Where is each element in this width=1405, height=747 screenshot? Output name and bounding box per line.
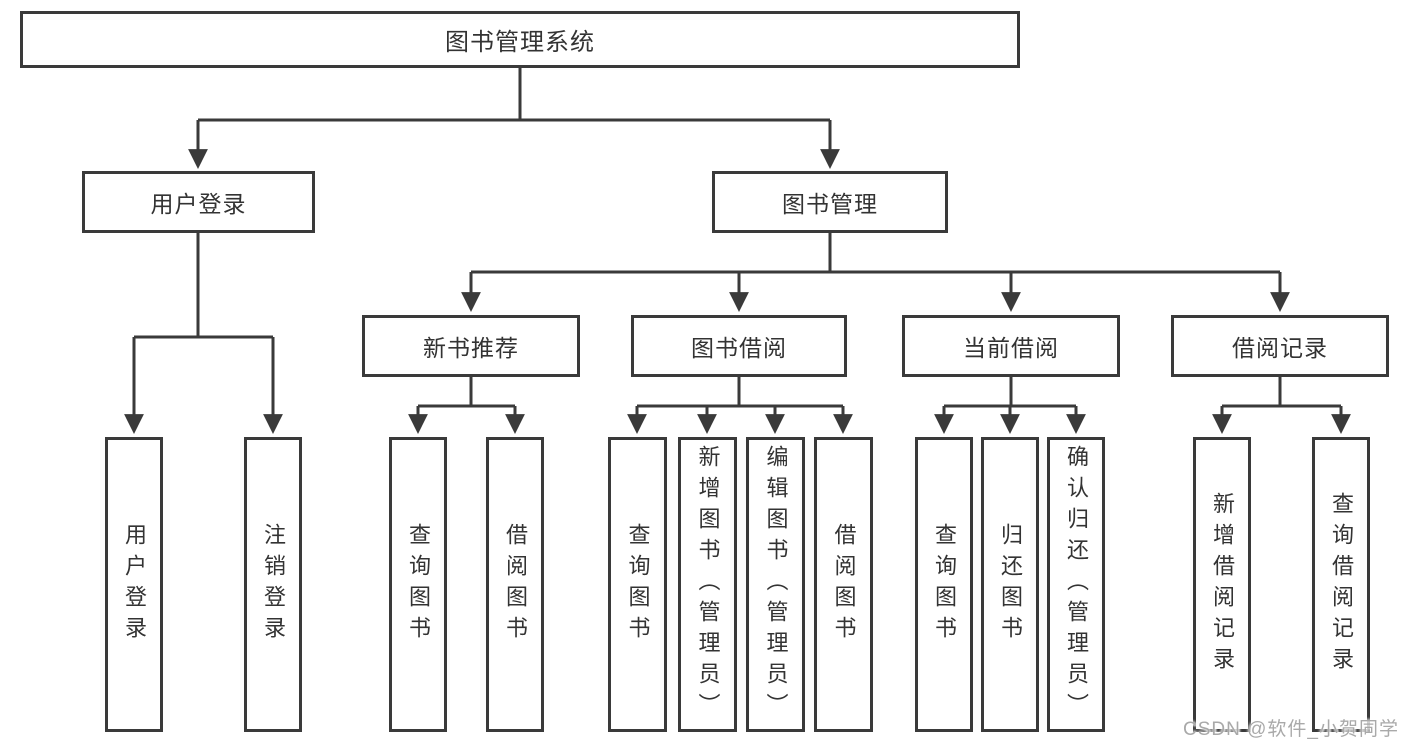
leaf-current-return-books: 归还图书 [981, 437, 1039, 732]
node-user-login: 用户登录 [82, 171, 315, 233]
leaf-logout: 注销登录 [244, 437, 302, 732]
leaf-current-query-books: 查询图书 [915, 437, 973, 732]
node-book-management: 图书管理 [712, 171, 948, 233]
leaf-newbook-query-books: 查询图书 [389, 437, 447, 732]
leaf-borrowing-query-books: 查询图书 [608, 437, 667, 732]
leaf-user-login: 用户登录 [105, 437, 163, 732]
leaf-records-query-record: 查询借阅记录 [1312, 437, 1370, 732]
node-root: 图书管理系统 [20, 11, 1020, 68]
node-borrowing-records: 借阅记录 [1171, 315, 1389, 377]
csdn-watermark: CSDN @软件_小贺同学 [1183, 719, 1399, 740]
node-new-book-recommend: 新书推荐 [362, 315, 580, 377]
leaf-newbook-borrow-books: 借阅图书 [486, 437, 544, 732]
leaf-borrowing-add-books-admin: 新增图书（管理员） [678, 437, 737, 732]
leaf-current-confirm-return-admin: 确认归还（管理员） [1047, 437, 1105, 732]
node-book-borrowing: 图书借阅 [631, 315, 847, 377]
leaf-borrowing-edit-books-admin: 编辑图书（管理员） [746, 437, 805, 732]
leaf-records-add-record: 新增借阅记录 [1193, 437, 1251, 732]
node-current-borrowing: 当前借阅 [902, 315, 1120, 377]
leaf-borrowing-borrow-books: 借阅图书 [814, 437, 873, 732]
